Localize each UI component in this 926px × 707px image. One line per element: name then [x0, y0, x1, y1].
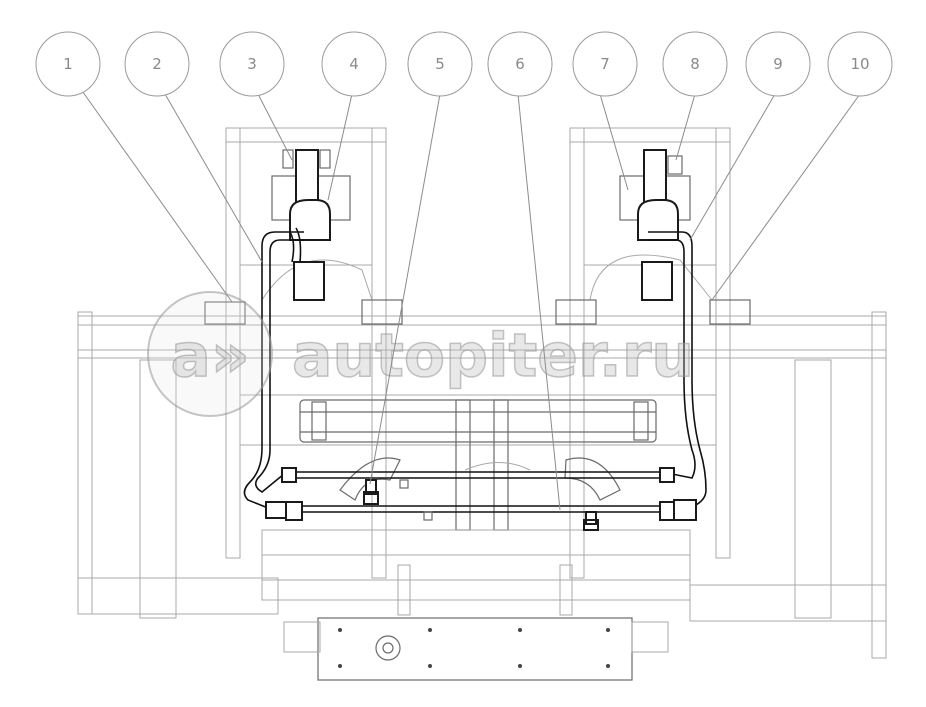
- leader-line-6: [517, 93, 561, 511]
- leader-line-10: [711, 93, 861, 301]
- callout-7: 7: [572, 31, 638, 97]
- svg-text:3: 3: [247, 55, 257, 73]
- watermark: a» autopiter.ru: [147, 291, 695, 417]
- callout-6: 6: [487, 31, 553, 97]
- svg-text:7: 7: [600, 55, 610, 73]
- callout-9: 9: [745, 31, 811, 97]
- callout-balloons: 1 2 3 4 5 6 7 8: [35, 31, 893, 97]
- svg-text:6: 6: [515, 55, 525, 73]
- hydraulic-hoses: [243, 227, 707, 513]
- callout-2: 2: [124, 31, 190, 97]
- callout-4: 4: [321, 31, 387, 97]
- callout-1: 1: [35, 31, 101, 97]
- svg-text:10: 10: [850, 55, 869, 73]
- leader-line-8: [675, 93, 696, 161]
- watermark-logo-circle: [147, 291, 273, 417]
- leader-line-3: [257, 93, 293, 161]
- svg-text:1: 1: [63, 55, 73, 73]
- callout-3: 3: [219, 31, 285, 97]
- svg-text:9: 9: [773, 55, 783, 73]
- leader-lines: [79, 87, 861, 511]
- watermark-text: autopiter.ru: [292, 321, 694, 391]
- svg-text:8: 8: [690, 55, 700, 73]
- leader-line-7: [599, 93, 629, 191]
- pipe-fittings: [265, 467, 697, 531]
- leader-line-9: [689, 93, 776, 241]
- callout-5: 5: [407, 31, 473, 97]
- svg-text:4: 4: [349, 55, 359, 73]
- leader-line-1: [79, 87, 233, 303]
- callout-10: 10: [827, 31, 893, 97]
- leader-line-5: [369, 93, 441, 485]
- frame-structure: [77, 127, 887, 681]
- bolt-holes: [338, 628, 610, 668]
- callout-8: 8: [662, 31, 728, 97]
- watermark-logo: a»: [170, 321, 249, 391]
- svg-text:5: 5: [435, 55, 445, 73]
- left-cylinder-head: [271, 149, 351, 301]
- svg-text:2: 2: [152, 55, 162, 73]
- right-cylinder-head: [619, 149, 691, 301]
- leader-line-4: [327, 93, 353, 201]
- leader-line-2: [164, 93, 263, 263]
